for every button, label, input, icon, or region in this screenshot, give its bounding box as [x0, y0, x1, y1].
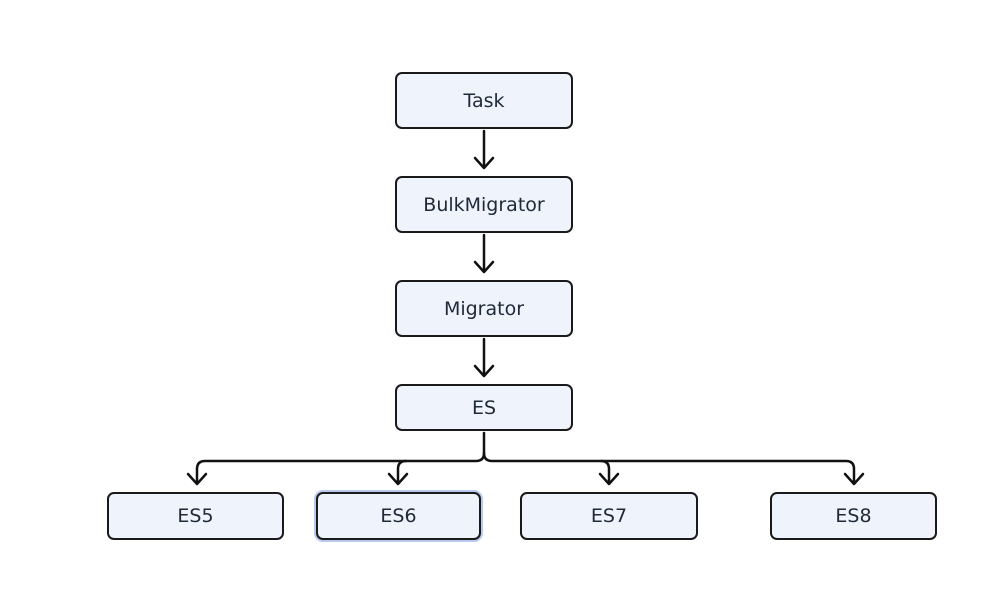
edge-es-branch-trunk	[195, 431, 856, 484]
edge-es-es5	[186, 472, 208, 486]
node-label: ES7	[590, 505, 628, 527]
node-label: Migrator	[443, 297, 525, 320]
node-bulkmigrator[interactable]: BulkMigrator	[395, 176, 573, 233]
node-es[interactable]: ES	[395, 384, 573, 431]
edge-es-es7	[598, 459, 620, 486]
edge-bulkmigrator-migrator	[473, 233, 495, 274]
node-es8[interactable]: ES8	[770, 492, 937, 540]
node-label: ES	[471, 396, 497, 419]
edge-es-es6	[387, 459, 409, 486]
node-es7[interactable]: ES7	[520, 492, 698, 540]
edge-es-es8	[843, 472, 865, 486]
node-es6-selected[interactable]: ES6	[316, 492, 481, 540]
edge-task-bulkmigrator	[473, 129, 495, 170]
node-es5[interactable]: ES5	[107, 492, 284, 540]
node-label: ES5	[177, 505, 214, 527]
node-label: ES8	[835, 505, 872, 527]
node-label: ES6	[380, 505, 417, 527]
node-task[interactable]: Task	[395, 72, 573, 129]
node-migrator[interactable]: Migrator	[395, 280, 573, 337]
node-label: BulkMigrator	[423, 193, 545, 216]
node-label: Task	[463, 89, 505, 112]
edge-migrator-es	[473, 337, 495, 378]
